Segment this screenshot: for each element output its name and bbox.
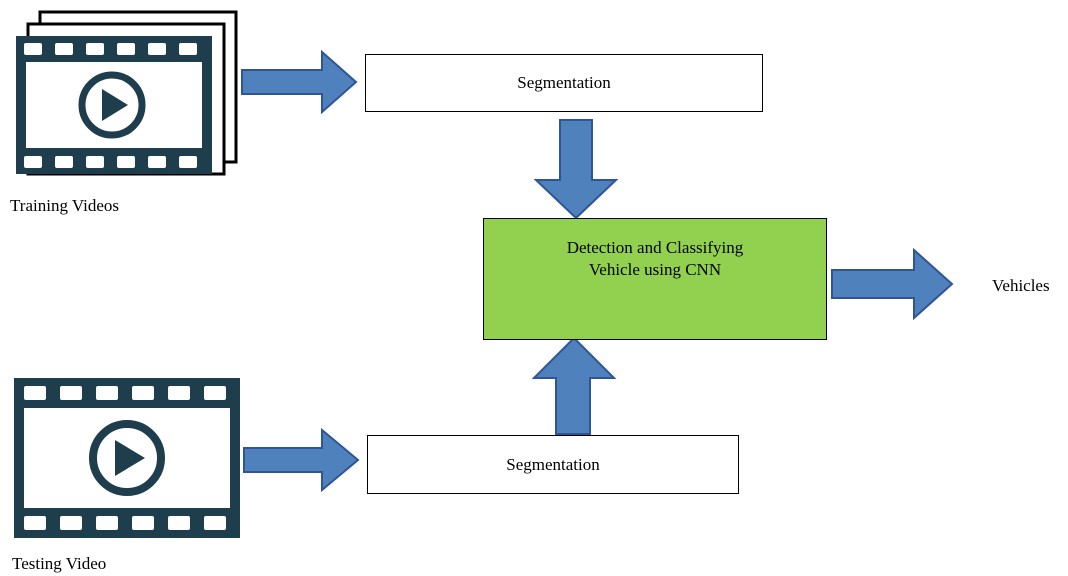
arrow-training-to-segmentation (241, 49, 358, 115)
segmentation-bottom-label: Segmentation (506, 454, 600, 474)
arrow-segmentation-to-cnn (533, 119, 619, 220)
segmentation-top-label: Segmentation (517, 73, 611, 92)
training-videos-film-stack-icon (16, 10, 238, 176)
arrow-cnn-to-vehicles (831, 247, 954, 321)
vehicles-label: Vehicles (992, 276, 1050, 295)
segmentation-box-top: Segmentation (365, 54, 763, 112)
arrow-bottom-segmentation-to-cnn (531, 336, 617, 435)
training-videos-label: Training Videos (10, 196, 120, 215)
testing-video-film-icon (14, 378, 240, 538)
cnn-label-line1: Detection and Classifying (566, 238, 744, 257)
arrow-testing-to-segmentation (243, 427, 360, 493)
cnn-detection-box: Detection and Classifying Vehicle using … (483, 218, 827, 340)
cnn-label-line2: Vehicle using CNN (588, 260, 722, 279)
testing-video-label: Testing Video (12, 554, 107, 573)
segmentation-box-bottom: Segmentation (367, 435, 739, 494)
